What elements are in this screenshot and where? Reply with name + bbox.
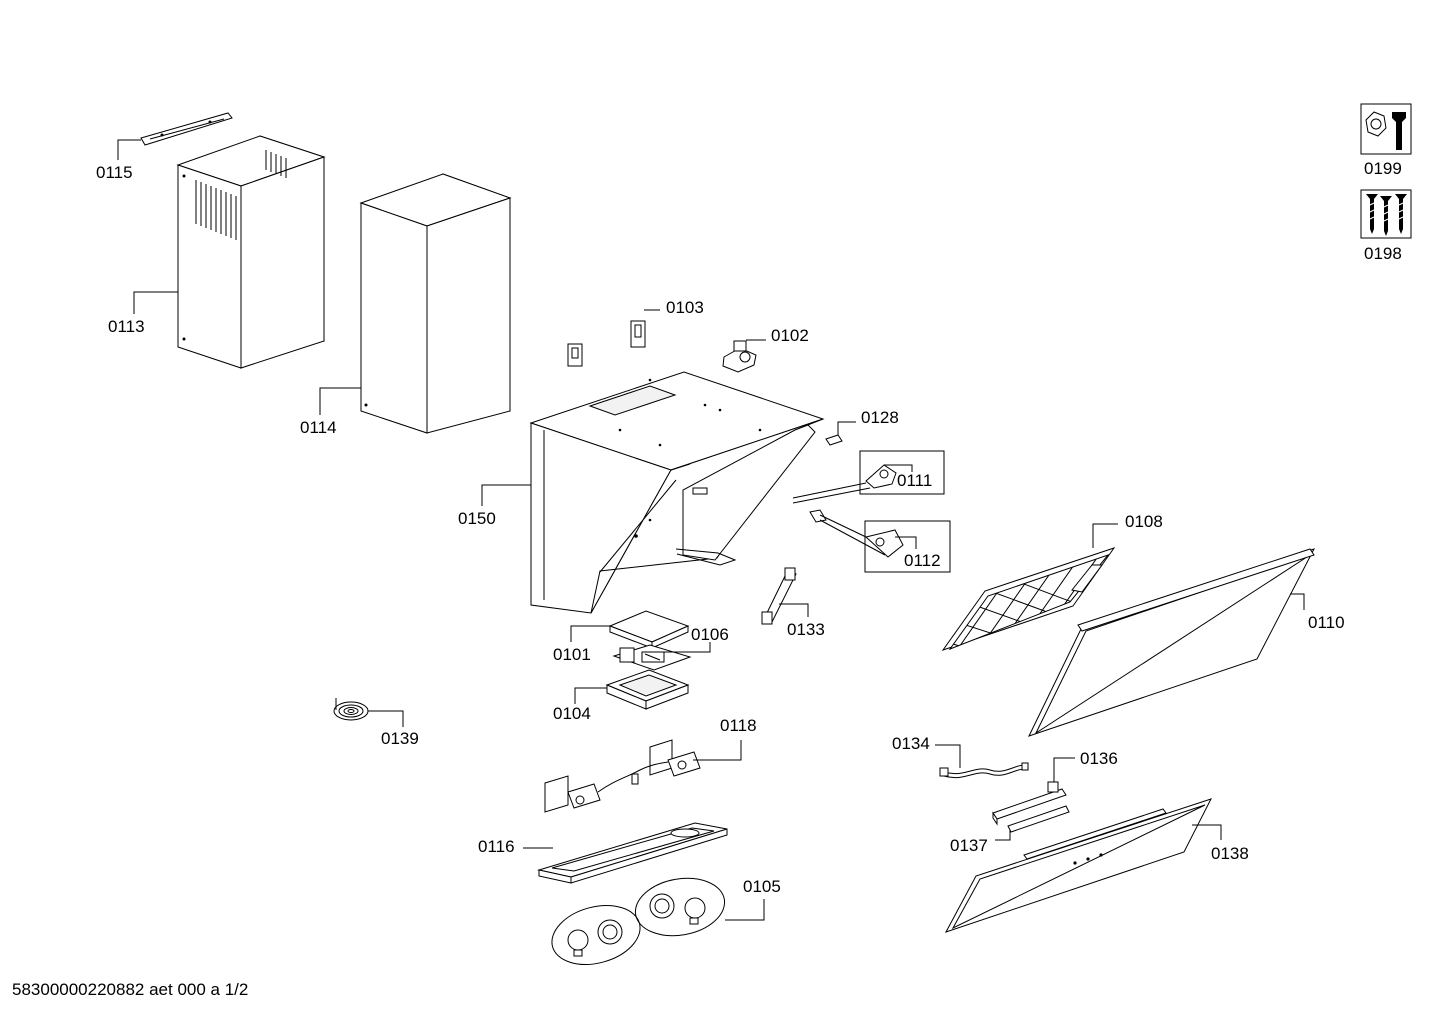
callout-0128: 0128 bbox=[861, 408, 899, 427]
callout-0198: 0198 bbox=[1364, 244, 1402, 263]
callout-0104: 0104 bbox=[553, 704, 591, 723]
callout-0110: 0110 bbox=[1308, 613, 1345, 632]
callout-0136: 0136 bbox=[1080, 749, 1118, 768]
part-0108-grease-filter[interactable] bbox=[940, 525, 1120, 680]
part-0114-lower-chimney[interactable] bbox=[359, 173, 512, 434]
callout-0139: 0139 bbox=[381, 729, 419, 748]
callout-0106: 0106 bbox=[691, 625, 729, 644]
part-0103-clip[interactable] bbox=[567, 320, 646, 367]
part-0115-bracket[interactable] bbox=[140, 112, 233, 146]
screws-icon[interactable] bbox=[1360, 189, 1412, 239]
callout-0134: 0134 bbox=[892, 734, 930, 753]
callout-0102: 0102 bbox=[771, 326, 809, 345]
callout-0137: 0137 bbox=[950, 836, 988, 855]
callout-0105: 0105 bbox=[743, 877, 781, 896]
callout-0138: 0138 bbox=[1211, 844, 1249, 863]
part-0105-lamps[interactable] bbox=[545, 872, 729, 974]
callout-0133: 0133 bbox=[787, 620, 825, 639]
callout-0114: 0114 bbox=[300, 418, 337, 437]
part-0128-clip[interactable] bbox=[825, 434, 843, 446]
part-0102-bearing[interactable] bbox=[722, 340, 757, 373]
callout-0118: 0118 bbox=[720, 716, 757, 735]
part-0150-hood-body[interactable] bbox=[529, 371, 825, 614]
part-0110-glass-panel[interactable] bbox=[1028, 548, 1316, 737]
callout-0116: 0116 bbox=[478, 837, 515, 856]
part-0134-cable[interactable] bbox=[939, 762, 1029, 779]
callout-0103: 0103 bbox=[666, 298, 704, 317]
callout-0150: 0150 bbox=[458, 509, 496, 528]
callout-0112: 0112 bbox=[904, 551, 941, 570]
part-0112-hinge[interactable] bbox=[809, 509, 904, 558]
box-0111 bbox=[859, 450, 945, 495]
part-0138-control-glass[interactable] bbox=[944, 798, 1212, 933]
callout-0115: 0115 bbox=[96, 163, 133, 182]
callout-0108: 0108 bbox=[1125, 512, 1163, 531]
part-0133-strut[interactable] bbox=[761, 567, 797, 625]
callout-0113: 0113 bbox=[108, 317, 145, 336]
box-0112 bbox=[864, 520, 951, 573]
part-0104-housing[interactable] bbox=[605, 669, 690, 710]
part-0116-lamp-frame[interactable] bbox=[537, 822, 728, 884]
wrench-nut-icon[interactable] bbox=[1360, 103, 1412, 155]
part-0101-control-module[interactable] bbox=[608, 610, 690, 649]
part-0113-upper-chimney[interactable] bbox=[176, 135, 326, 369]
part-0136-led-strip[interactable] bbox=[992, 781, 1067, 826]
part-0139-coil[interactable] bbox=[333, 698, 369, 721]
callout-0101: 0101 bbox=[553, 645, 591, 664]
callout-0199: 0199 bbox=[1364, 159, 1402, 178]
part-0106-power-board[interactable] bbox=[612, 644, 692, 671]
part-0111-hinge[interactable] bbox=[865, 464, 897, 489]
callout-0111: 0111 bbox=[897, 471, 932, 490]
drawing-id: 58300000220882 aet 000 a 1/2 bbox=[12, 980, 249, 999]
part-0118-lamp-harness[interactable] bbox=[544, 739, 701, 813]
